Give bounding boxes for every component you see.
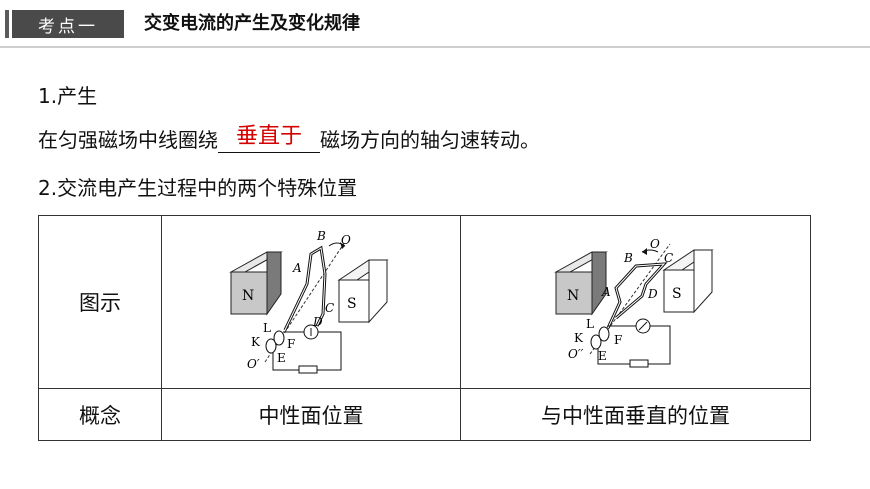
fill-answer: 垂直于 xyxy=(235,124,302,149)
label-o-prime: O′ xyxy=(247,357,260,371)
label-o-double-prime: O′′ xyxy=(568,347,584,361)
resistor-icon xyxy=(629,359,648,368)
diagram-neutral-plane: N S xyxy=(161,215,461,389)
label-k: K xyxy=(251,335,261,349)
external-circuit xyxy=(597,325,670,365)
label-f: F xyxy=(614,333,622,347)
section-title: 交变电流的产生及变化规律 xyxy=(144,13,360,34)
row-label-diagram: 图示 xyxy=(38,215,162,389)
external-circuit xyxy=(272,331,342,371)
section-header: 考点一 交变电流的产生及变化规律 xyxy=(0,0,870,48)
section-tag: 考点一 xyxy=(12,10,124,38)
label-a: A xyxy=(292,261,302,275)
header-accent-bar xyxy=(5,10,9,38)
label-d: D xyxy=(312,315,323,329)
row-label-concept: 概念 xyxy=(38,388,162,441)
heading-2: 2.交流电产生过程中的两个特殊位置 xyxy=(38,176,358,200)
fill-blank: 垂直于 xyxy=(218,124,320,153)
label-k: K xyxy=(574,331,584,345)
label-b: B xyxy=(316,229,326,243)
rotation-axis xyxy=(264,241,346,363)
diagram-perpendicular: N S xyxy=(460,215,811,389)
positions-table: 图示 N S xyxy=(38,215,811,441)
sentence-1: 在匀强磁场中线圈绕垂直于磁场方向的轴匀速转动。 xyxy=(38,124,540,153)
magnet-s-label: S xyxy=(347,296,357,312)
label-o: O xyxy=(341,233,351,247)
label-a: A xyxy=(601,285,611,299)
magnet-s-label: S xyxy=(672,286,682,302)
header-divider xyxy=(0,46,870,48)
concept-neutral-plane: 中性面位置 xyxy=(161,388,461,441)
label-l: L xyxy=(586,317,594,331)
sentence-1-before: 在匀强磁场中线圈绕 xyxy=(38,128,218,152)
heading-1: 1.产生 xyxy=(38,84,98,108)
magnet-n-label: N xyxy=(567,288,579,304)
label-o: O xyxy=(650,237,660,251)
label-l: L xyxy=(263,321,271,335)
concept-perpendicular: 与中性面垂直的位置 xyxy=(460,388,811,441)
sentence-1-after: 磁场方向的轴匀速转动。 xyxy=(320,128,540,152)
label-c: C xyxy=(325,301,334,315)
magnet-n-label: N xyxy=(242,288,254,304)
label-b: B xyxy=(623,251,633,265)
generator-diagram-left: N S xyxy=(229,229,389,374)
generator-diagram-right: N S xyxy=(553,237,714,368)
label-f: F xyxy=(287,337,295,351)
label-d: D xyxy=(647,287,658,301)
label-e: E xyxy=(277,351,286,365)
resistor-icon xyxy=(298,365,318,374)
label-e: E xyxy=(598,349,607,363)
label-c: C xyxy=(664,251,673,265)
